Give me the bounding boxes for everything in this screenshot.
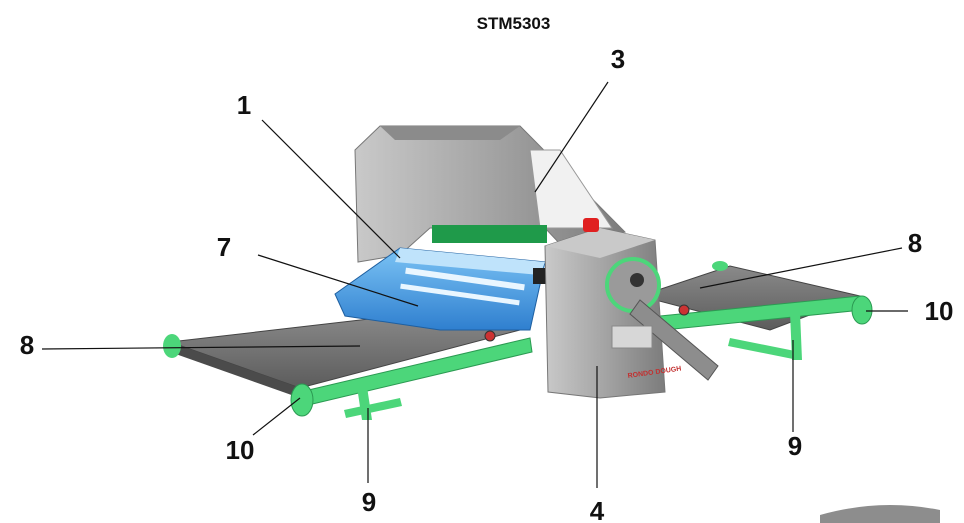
roller-assembly (334, 225, 547, 331)
scraper-bar (432, 225, 547, 243)
stop-button (583, 218, 599, 232)
control-housing: RONDO DOUGH (544, 218, 719, 399)
partial-roller (820, 505, 940, 523)
callout-9-left: 9 (362, 487, 376, 517)
callout-8-right: 8 (908, 228, 922, 258)
callout-1: 1 (237, 90, 251, 120)
bolt-icon (484, 330, 496, 342)
leader-lines (41, 81, 908, 488)
callout-8-left: 8 (20, 330, 34, 360)
adjust-lever (629, 299, 719, 381)
left-frame (163, 334, 533, 420)
bolt-icon (678, 304, 690, 316)
callout-10-right: 10 (925, 296, 954, 326)
callout-10-left: 10 (226, 435, 255, 465)
callout-9-right: 9 (788, 431, 802, 461)
callout-7: 7 (217, 232, 231, 262)
diagram-title: STM5303 (476, 14, 551, 33)
dial-knob-icon (630, 273, 644, 287)
callout-4: 4 (590, 496, 605, 523)
callout-3: 3 (611, 44, 625, 74)
